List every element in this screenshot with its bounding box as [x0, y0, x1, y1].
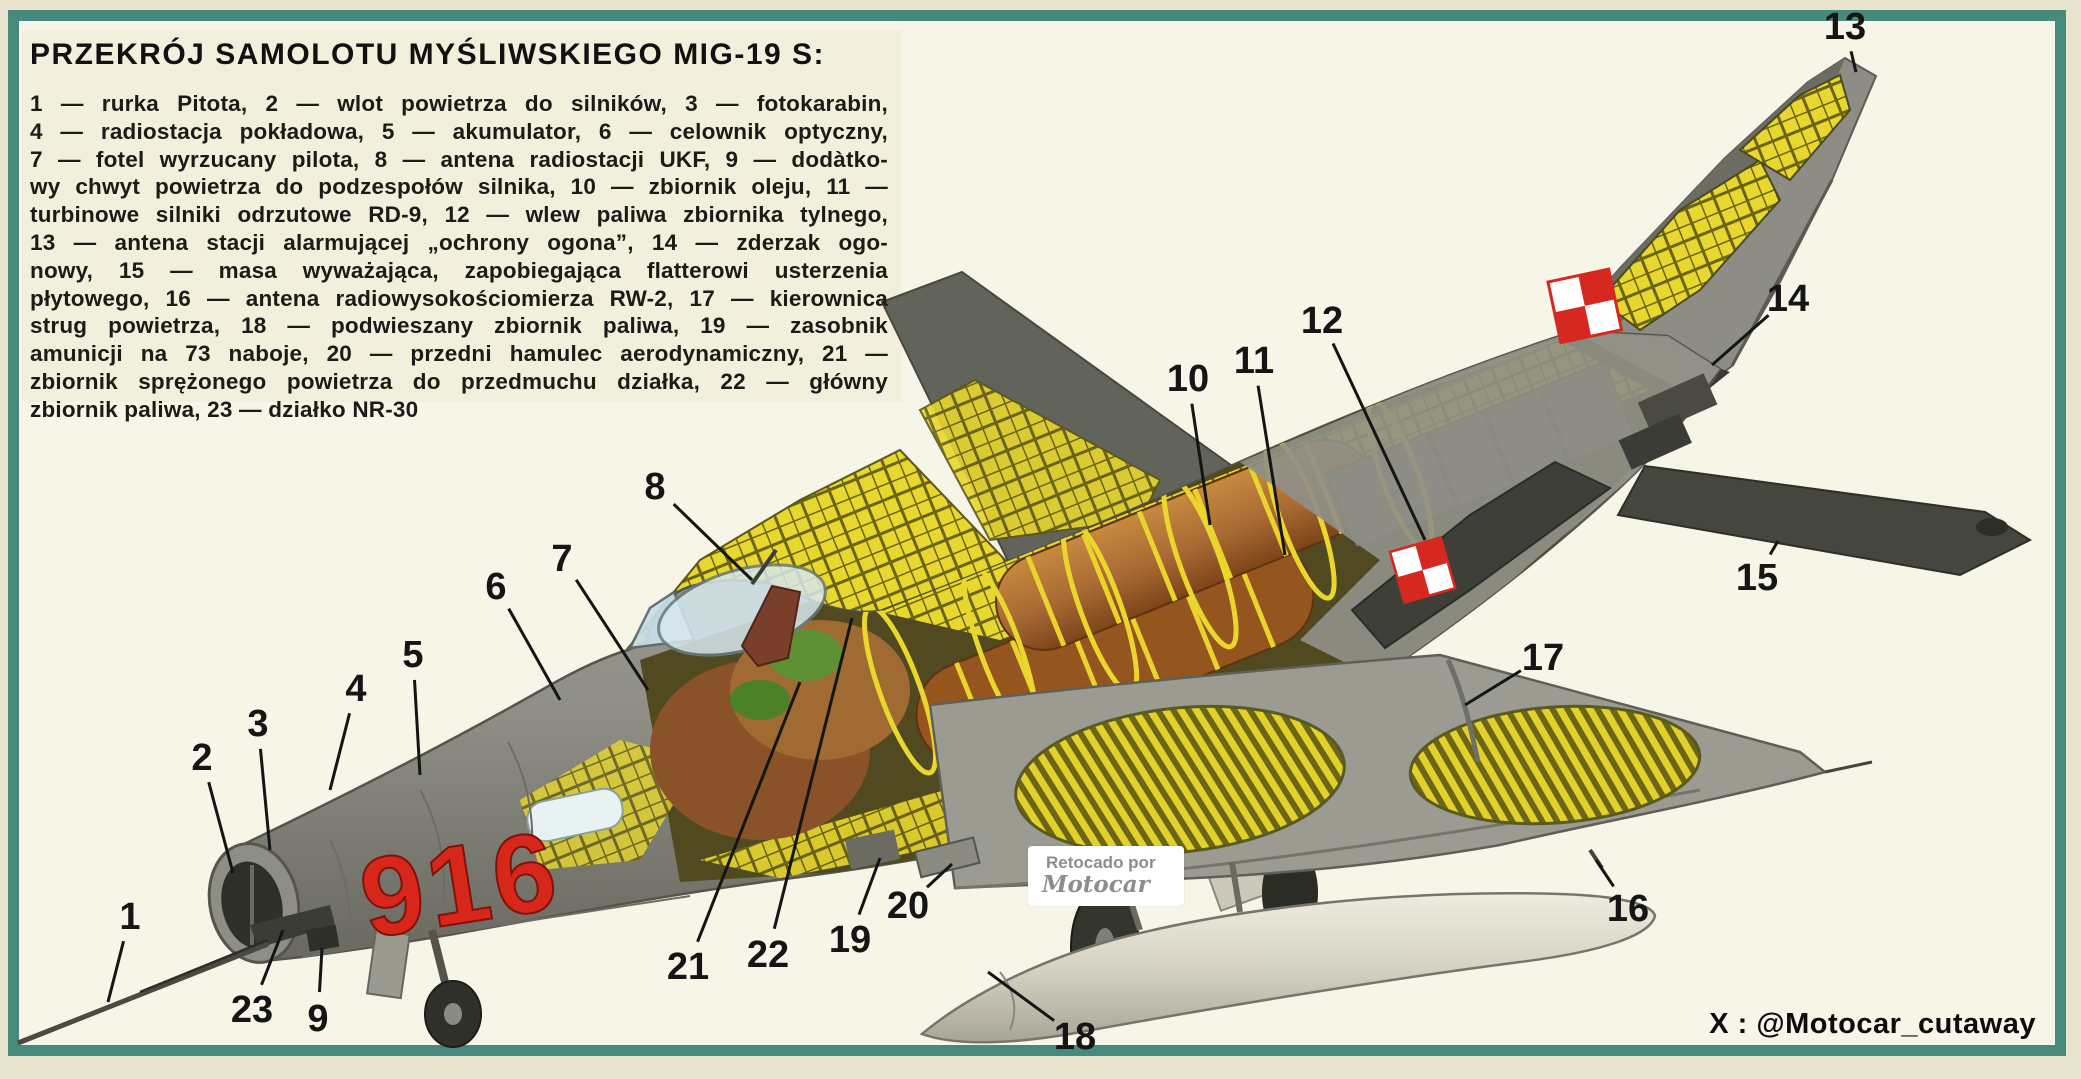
callout-number: 20	[887, 885, 929, 927]
callout-leader-line	[106, 940, 126, 1003]
callout-number: 2	[191, 737, 212, 779]
fuselage-interior-cutaway	[520, 331, 1720, 882]
attribution-text: X : @Motocar_cutaway	[1709, 1008, 2036, 1040]
nose-number: 916	[352, 807, 568, 962]
callout-number: 13	[1824, 6, 1866, 48]
callout-number: 5	[402, 634, 423, 676]
legend-line: płytowego, 16 — antena radiowysokościomi…	[30, 285, 888, 311]
front-airbrake	[913, 836, 981, 879]
cockpit-canopy	[627, 548, 827, 668]
callout-leader-line	[925, 862, 954, 889]
callout-leader-line	[258, 748, 272, 851]
watermark: Retocado por Motocar	[1028, 846, 1184, 906]
callout-number: 11	[1234, 340, 1274, 382]
pitot-tube	[17, 938, 269, 1046]
legend-line: strug powietrza, 18 — podwieszany zbiorn…	[30, 313, 888, 339]
callout-leader-line	[328, 712, 352, 791]
callout-number: 1	[119, 896, 140, 938]
callout-leader-line	[1711, 314, 1770, 367]
callout-number: 21	[667, 946, 709, 988]
callout-number: 4	[345, 668, 366, 710]
callout-leader-line	[1849, 50, 1858, 73]
legend-line: 1 — rurka Pitota, 2 — wlot powietrza do …	[30, 91, 888, 116]
callout-number: 3	[247, 703, 268, 745]
near-stabilizer	[1350, 460, 1612, 650]
legend-line: 13 — antena stacji alarmującej „ochrony …	[30, 229, 888, 255]
wing-fence	[1445, 658, 1481, 763]
callout-number: 10	[1167, 358, 1209, 400]
legend-panel	[22, 30, 902, 402]
fuselage	[238, 329, 1722, 962]
legend-title: PRZEKRÓJ SAMOLOTU MYŚLIWSKIEGO MIG-19 S:	[30, 38, 826, 71]
callout-number: 15	[1736, 557, 1778, 599]
callout-leader-line	[413, 679, 422, 776]
callout-leader-line	[987, 970, 1055, 1022]
ammo-container	[844, 829, 901, 870]
legend-line: nowy, 15 — masa wyważająca, zapobiegając…	[30, 257, 888, 283]
watermark-line2: Motocar	[1042, 871, 1150, 898]
callout-leader-line	[772, 617, 854, 930]
callout-leader-line	[507, 607, 562, 701]
callout-number: 19	[829, 919, 871, 961]
callout-number: 17	[1522, 637, 1564, 679]
callout-number: 12	[1301, 300, 1343, 342]
callout-number: 7	[551, 538, 572, 580]
front-landing-gear	[365, 928, 482, 1048]
legend-body: 1 — rurka Pitota, 2 — wlot powietrza do …	[30, 90, 888, 424]
legend-line: 4 — radiostacja pokładowa, 5 — akumulato…	[30, 118, 888, 144]
teal-frame-border	[8, 10, 2066, 1056]
callout-leader-line	[260, 929, 285, 986]
callout-leader-line	[1594, 859, 1615, 888]
legend-line: 7 — fotel wyrzucany pilota, 8 — antena r…	[30, 146, 888, 172]
callout-number: 18	[1054, 1016, 1096, 1058]
aircraft-cutaway: 916	[17, 56, 2033, 1048]
callout-number: 9	[307, 998, 328, 1040]
ejection-seat	[740, 584, 802, 668]
legend: PRZEKRÓJ SAMOLOTU MYŚLIWSKIEGO MIG-19 S:…	[30, 38, 888, 424]
callout-leader-line	[696, 681, 802, 943]
callout-leader-line	[1190, 403, 1212, 526]
far-stabilizer	[1616, 464, 2033, 577]
callout-number: 22	[747, 934, 789, 976]
ukf-antenna	[750, 548, 778, 586]
callout-leader-line	[1256, 385, 1287, 556]
callout-leader-line	[857, 857, 882, 916]
legend-line: turbinowe silniki odrzutowe RD-9, 12 — w…	[30, 202, 888, 228]
callout-leader-line	[1464, 669, 1522, 707]
callout-leader-line	[1331, 342, 1427, 541]
legend-line: wy chwyt powietrza do podzespołów silnik…	[30, 174, 888, 200]
legend-line: amunicji na 73 naboje, 20 — przedni hamu…	[30, 341, 888, 367]
near-wing	[928, 653, 1873, 890]
legend-line: zbiornik paliwa, 23 — działko NR-30	[30, 396, 419, 422]
callout-number: 16	[1607, 888, 1649, 930]
callout-leader-line	[574, 578, 650, 691]
anti-flutter-mass	[1976, 518, 2008, 536]
callout-number: 23	[231, 989, 273, 1031]
callout-number: 8	[644, 466, 665, 508]
callout-leader-line	[672, 503, 754, 582]
nr30-cannon	[250, 905, 335, 948]
legend-line: zbiornik sprężonego powietrza do przedmu…	[30, 368, 888, 394]
callout-number: 14	[1767, 278, 1809, 320]
watermark-line1: Retocado por	[1046, 853, 1156, 872]
callout-number: 6	[485, 566, 506, 608]
aux-air-intake	[305, 924, 340, 952]
callout-leader-line	[1768, 540, 1780, 556]
wingtip-pitot	[1824, 760, 1873, 774]
callout-leader-line	[207, 781, 235, 874]
exhaust-nozzles	[1618, 373, 1718, 470]
callout-leader-line	[317, 947, 324, 993]
